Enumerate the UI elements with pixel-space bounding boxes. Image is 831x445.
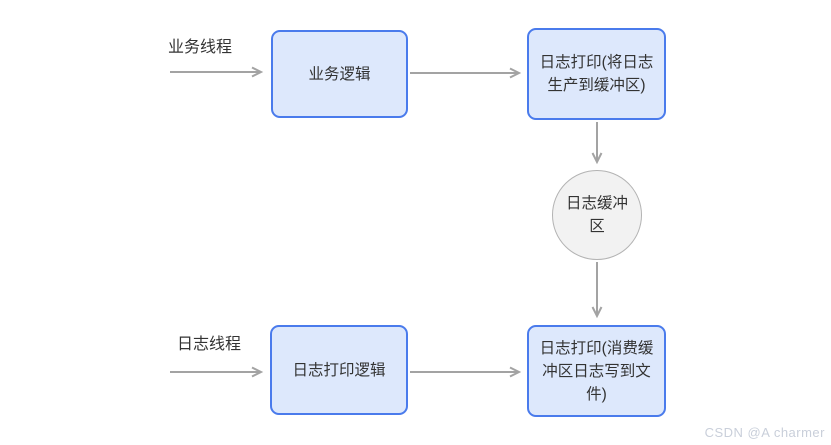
node-log-print-produce: 日志打印(将日志 生产到缓冲区) <box>527 28 666 120</box>
label-log-thread: 日志线程 <box>177 336 242 353</box>
label-business-thread: 业务线程 <box>168 39 233 56</box>
node-log-buffer: 日志缓冲 区 <box>552 170 642 260</box>
node-business-logic: 业务逻辑 <box>271 30 408 118</box>
node-log-print-consume: 日志打印(消费缓 冲区日志写到文 件) <box>527 325 666 417</box>
node-log-print-logic: 日志打印逻辑 <box>270 325 408 415</box>
watermark: CSDN @A charmer <box>704 425 825 440</box>
